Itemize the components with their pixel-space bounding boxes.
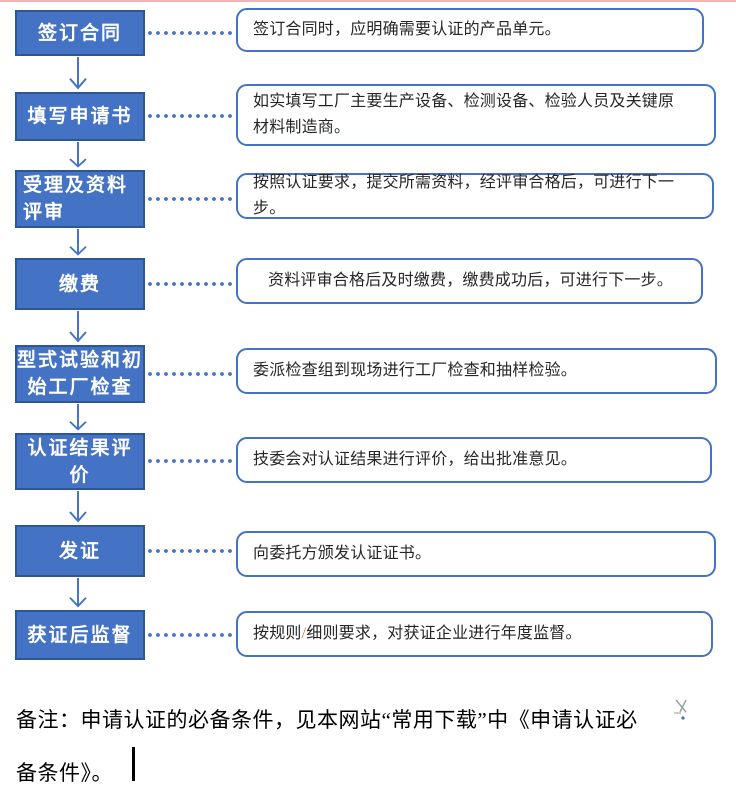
flow-step-box-issue-certificate: 发证	[15, 525, 145, 577]
callout-text: 向委托方颁发认证证书。	[253, 545, 432, 562]
callout-text: 资料评审合格后及时缴费，缴费成功后，可进行下一步。	[268, 272, 674, 289]
callout-box: 签订合同时，应明确需要认证的产品单元。	[236, 8, 704, 52]
callout-box: 委派检查组到现场进行工厂检查和抽样检验。	[236, 348, 717, 394]
flow-step-box-result-evaluation: 认证结果评 价	[15, 433, 145, 490]
flow-step-label: 签订合同	[37, 22, 122, 44]
flow-step-box-payment: 缴费	[15, 258, 145, 310]
callout-text: 签订合同时，应明确需要认证的产品单元。	[253, 21, 561, 38]
arrow-down-icon	[69, 404, 87, 431]
arrow-down-icon	[69, 142, 87, 168]
arrow-down-icon	[69, 311, 87, 343]
connector-dotted-line	[146, 371, 236, 377]
arrow-down-icon	[69, 578, 87, 608]
flow-step-box-post-cert-supervision: 获证后监督	[15, 610, 145, 660]
flow-step-box-type-test-inspection: 型式试验和初 始工厂检查	[15, 345, 145, 403]
connector-dotted-line	[146, 281, 236, 287]
arrow-down-icon	[69, 491, 87, 523]
flow-step-label: 认证结果评 价	[27, 437, 133, 486]
callout-box: 按照认证要求，提交所需资料，经评审合格后，可进行下一步。	[236, 173, 714, 219]
flow-step-box-acceptance-review: 受理及资料 评审	[15, 170, 145, 228]
click-and-type-cursor-icon	[674, 699, 687, 720]
note-text: 备注：申请认证的必备条件，见本网站“常用下载”中《申请认证必 备条件》。	[16, 708, 638, 785]
connector-dotted-line	[146, 196, 236, 202]
connector-dotted-line	[146, 548, 236, 554]
flow-step-label: 受理及资料 评审	[23, 175, 129, 223]
connector-dotted-line	[146, 458, 236, 464]
flow-step-label: 填写申请书	[27, 106, 133, 127]
callout-text: 按照认证要求，提交所需资料，经评审合格后，可进行下一步。	[253, 174, 675, 217]
callout-text: 委派检查组到现场进行工厂检查和抽样检验。	[253, 362, 578, 379]
callout-text: 技委会对认证结果进行评价，给出批准意见。	[253, 451, 578, 468]
flow-step-label: 型式试验和初 始工厂检查	[17, 350, 144, 398]
callout-box: 如实填写工厂主要生产设备、检测设备、检验人员及关键原 材料制造商。	[236, 84, 716, 146]
connector-dotted-line	[146, 632, 236, 638]
flow-step-label: 发证	[58, 540, 101, 562]
flow-step-label: 缴费	[58, 273, 101, 295]
callout-box: 按规则/细则要求，对获证企业进行年度监督。	[236, 611, 713, 657]
callout-text: 按规则/细则要求，对获证企业进行年度监督。	[253, 625, 582, 642]
connector-dotted-line	[146, 30, 236, 36]
callout-text: 如实填写工厂主要生产设备、检测设备、检验人员及关键原 材料制造商。	[253, 93, 675, 136]
flow-step-label: 获证后监督	[27, 624, 133, 646]
arrow-down-icon	[69, 57, 87, 90]
callout-box: 向委托方颁发认证证书。	[236, 531, 716, 577]
callout-box: 资料评审合格后及时缴费，缴费成功后，可进行下一步。	[236, 258, 703, 304]
callout-box: 技委会对认证结果进行评价，给出批准意见。	[236, 437, 712, 483]
flow-step-box-fill-application: 填写申请书	[15, 92, 145, 141]
arrow-down-icon	[69, 229, 87, 256]
flow-step-box-sign-contract: 签订合同	[15, 10, 145, 56]
connector-dotted-line	[146, 113, 236, 119]
page-top-border	[0, 0, 736, 2]
text-cursor-caret	[132, 747, 135, 781]
